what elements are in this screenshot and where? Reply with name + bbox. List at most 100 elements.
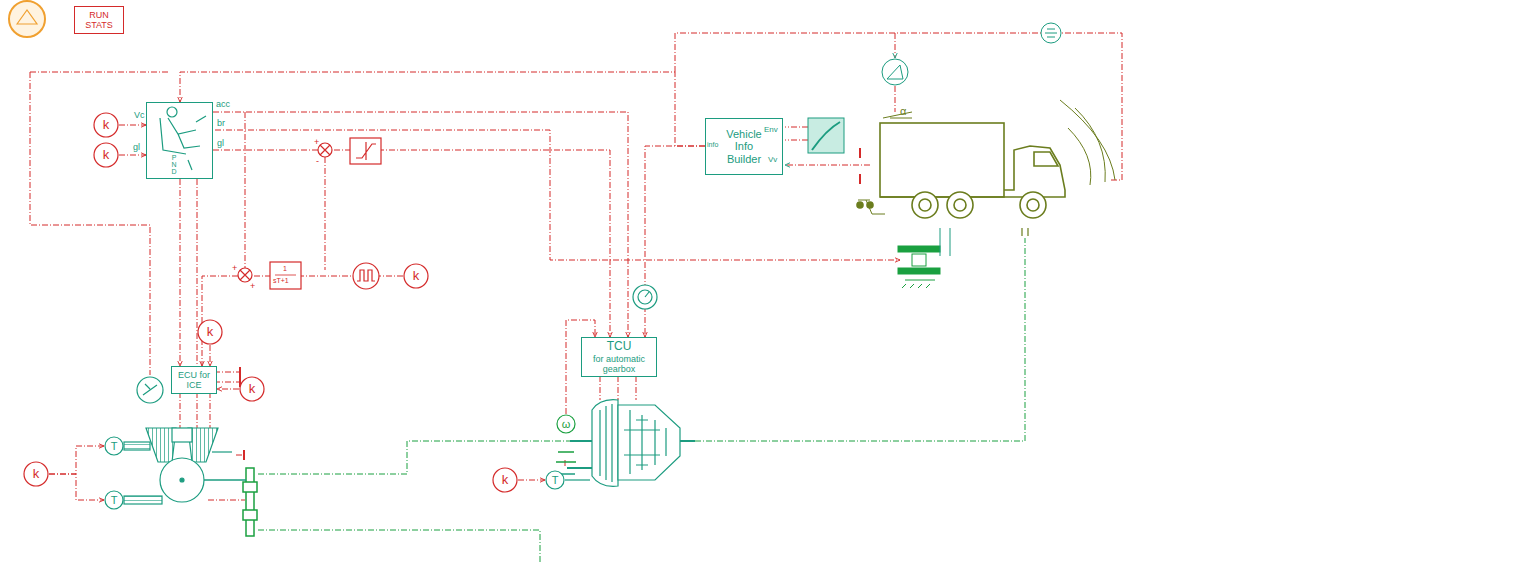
port-label: gl [217, 139, 224, 148]
aero-sensor [1041, 23, 1061, 43]
driver-figure [167, 107, 177, 117]
flywheel-shaft [246, 468, 254, 536]
node-label: k [207, 325, 214, 340]
truck [912, 192, 938, 218]
node-label: ω [562, 418, 571, 431]
logo-icon [17, 10, 37, 24]
transfer-function-block [275, 275, 296, 276]
terminator-bar [859, 148, 861, 158]
constant-source: k [23, 461, 49, 487]
engine-ecu-box: ECU for ICE [171, 366, 217, 394]
wheel-brake [898, 246, 940, 252]
node-outline [404, 264, 428, 288]
road-icon [808, 118, 844, 153]
constant-source: k [239, 376, 265, 402]
truck [919, 199, 931, 211]
mechanical-shaft [258, 238, 1025, 564]
saturation-block [350, 138, 381, 164]
engine-symbol [172, 428, 192, 442]
signal-wire [785, 165, 870, 166]
wheel-brake [898, 268, 940, 274]
wheel-brake [912, 254, 926, 266]
engine-symbol [212, 451, 232, 452]
terminator-bar [239, 367, 241, 377]
node-label: ECU for ICE [176, 370, 212, 391]
node-outline [198, 320, 222, 344]
slope-sensor [882, 59, 908, 85]
truck [880, 123, 1004, 197]
truck [857, 202, 863, 208]
engine-symbol [160, 458, 204, 502]
pulse-source [353, 263, 379, 289]
node-label: for automatic gearbox [586, 354, 652, 375]
gear-selector-label: P N D [171, 154, 177, 175]
engine-symbol [124, 442, 150, 450]
temperature-sensor: T [104, 490, 124, 510]
flywheel-shaft [243, 510, 257, 520]
signal-wire [600, 376, 601, 400]
signal-connector [217, 389, 239, 390]
signal-connector [213, 150, 610, 337]
pressure-gauge [137, 377, 163, 403]
signal-wire [208, 500, 245, 501]
terminator-bar [859, 174, 861, 184]
signal-connector [180, 179, 181, 366]
node-outline [105, 491, 123, 509]
port-label: info [707, 141, 718, 148]
signal-wire [180, 392, 181, 428]
engine-symbol [124, 428, 232, 504]
engine-symbol [180, 478, 184, 482]
signal-connector [119, 155, 146, 156]
port-label: Vv [768, 156, 777, 164]
transfer-numerator: 1 [283, 265, 287, 272]
road-icon [808, 118, 844, 153]
flywheel-shaft [204, 468, 257, 536]
summing-junction [240, 270, 250, 280]
mechanical-shaft [258, 441, 592, 474]
truck [880, 146, 1065, 197]
signal-wire [895, 33, 896, 58]
aero-sensor [1045, 29, 1057, 37]
speed-sensor [556, 452, 576, 462]
signal-connector [645, 146, 705, 337]
wheel-brake [902, 280, 935, 288]
truck [1034, 152, 1058, 166]
wheel-brake [940, 228, 950, 256]
port-label: Vc [134, 111, 145, 120]
signal-wire [325, 157, 326, 270]
node-outline [94, 113, 118, 137]
truck [1020, 192, 1046, 218]
signal-wire [214, 382, 240, 383]
slope-sensor [887, 65, 903, 79]
signal-wire [618, 376, 619, 400]
summing-junction [318, 143, 332, 157]
sign-label: + [232, 264, 237, 273]
flywheel-shaft [243, 482, 257, 492]
signal-wire [785, 127, 808, 128]
node-outline [94, 143, 118, 167]
signal-connector [119, 125, 146, 126]
signal-connector [210, 345, 211, 366]
mechanical-shaft [695, 238, 1025, 441]
signal-wire [197, 392, 198, 428]
speedometer [638, 290, 652, 304]
constant-source: k [197, 319, 223, 345]
node-outline [546, 471, 564, 489]
signal-wire [30, 33, 1122, 500]
pulse-source [357, 270, 375, 281]
truck [857, 100, 1115, 236]
saturation-block [356, 142, 376, 160]
node-label: k [33, 467, 40, 482]
node-outline [105, 437, 123, 455]
pressure-gauge [143, 384, 157, 395]
summing-junction [320, 145, 330, 155]
truck [954, 199, 966, 211]
truck [1022, 228, 1028, 236]
signal-wire [210, 392, 211, 428]
truck [858, 200, 885, 214]
constant-source: k [492, 467, 518, 493]
node-outline [493, 468, 517, 492]
tcu-box: TCUfor automatic gearbox [581, 337, 657, 377]
